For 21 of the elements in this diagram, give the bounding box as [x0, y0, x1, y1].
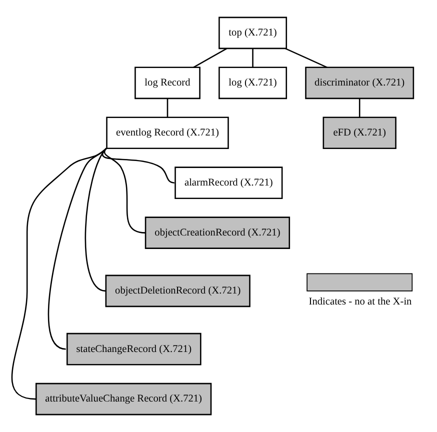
connector	[252, 48, 254, 68]
connector	[84, 148, 107, 292]
node-box: alarmRecord (X.721)	[174, 166, 283, 199]
connector	[12, 148, 107, 400]
connector	[358, 98, 360, 118]
node-box: log (X.721)	[218, 66, 288, 100]
connector	[48, 148, 107, 350]
node-box: top (X.721)	[218, 16, 288, 50]
node-box: objectCreationRecord (X.721)	[144, 216, 290, 249]
node-box: stateChangeRecord (X.721)	[66, 332, 202, 366]
legend-label: Indicates - no at the X-in	[308, 296, 412, 308]
node-box: objectDeletionRecord (X.721)	[105, 274, 250, 308]
connector	[285, 48, 328, 68]
node-box: eventlog Record (X.721)	[106, 116, 229, 150]
connector	[104, 148, 146, 234]
connector	[166, 98, 168, 118]
node-box: eFD (X.721)	[322, 116, 396, 150]
node-box: discriminator (X.721)	[305, 66, 414, 100]
node-box: log Record	[134, 66, 200, 100]
connector	[193, 48, 228, 68]
node-box: attributeValueChange Record (X.721)	[36, 382, 212, 416]
